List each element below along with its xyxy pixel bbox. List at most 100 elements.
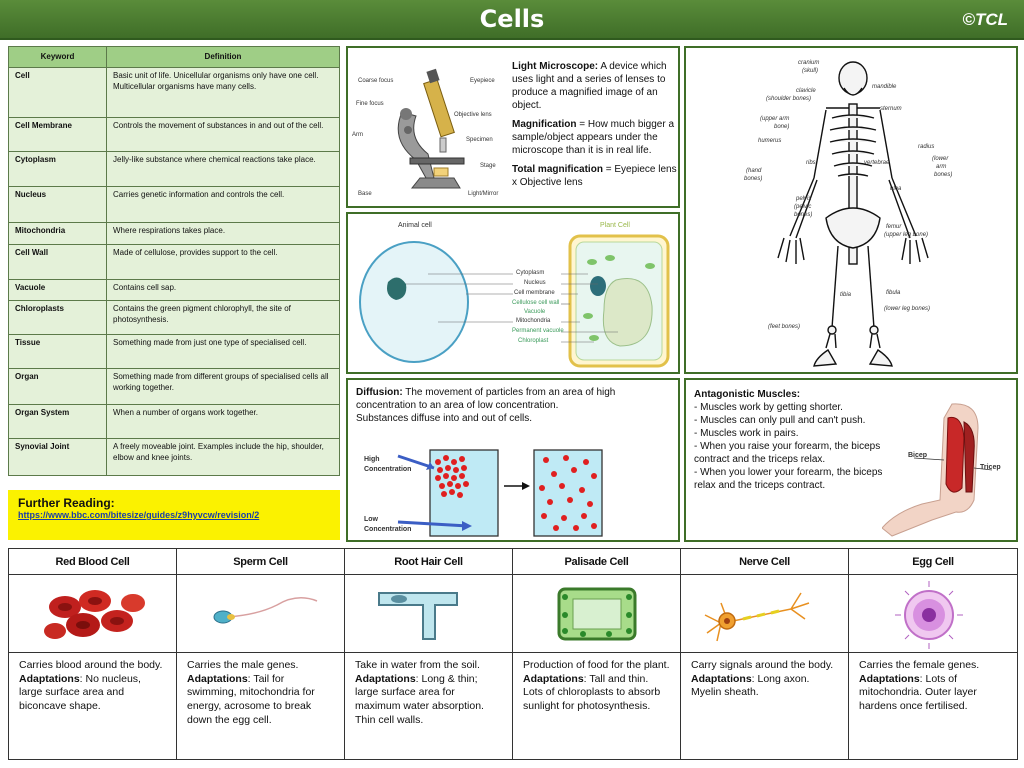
label-upper-leg-bone: (upper leg bone) [884,232,929,238]
specialised-cell-red-blood: Red Blood Cell Carries blood around the … [9,549,177,759]
specialised-cell-sperm: Sperm Cell Carries the male genes. Adapt… [177,549,345,759]
keyword-term: Organ [8,368,107,405]
adaptations-label: Adaptations [859,672,920,685]
muscles-text: Antagonistic Muscles: - Muscles work by … [694,388,894,492]
cell-function: Carry signals around the body. [691,659,834,671]
keyword-definition: Contains cell sap. [106,279,340,301]
muscles-heading: Antagonistic Muscles: [694,389,801,400]
adaptations-label: Adaptations [523,672,584,685]
keyword-term: Synovial Joint [8,438,107,476]
magnification-text: = How much bigger a sample/object appear… [512,119,675,156]
label-high-concentration: Concentration [364,466,412,473]
keyword-term: Tissue [8,334,107,369]
label-cellulose-cell-wall: Cellulose cell wall [512,300,560,306]
light-microscope-term: Light Microscope: [512,61,599,72]
specialised-cell-description: Carries the male genes. Adaptations: Tai… [177,653,344,727]
diffusion-def-text: The movement of particles from an area o… [356,387,616,411]
label-bicep: Bicep [908,452,928,459]
specialised-cell-nerve: Nerve Cell Carry signals around the body… [681,549,849,759]
adaptations-label: Adaptations [691,672,752,685]
label-eyepiece: Eyepiece [470,78,495,84]
label-light-mirror: Light/Mirror [468,191,499,197]
copyright: ©TCL [962,10,1008,29]
label-specimen: Specimen [466,137,493,143]
keyword-definition: Something made from just one type of spe… [106,334,340,369]
nerve-cell-image [681,575,848,653]
label-clavicle: clavicle [796,88,816,94]
specialised-cell-description: Carries the female genes. Adaptations: L… [849,653,1017,714]
label-animal-cell: Animal cell [398,222,432,229]
keyword-definition: A freely moveable joint. Examples includ… [106,438,340,476]
adaptations-label: Adaptations [355,672,416,685]
root-hair-cell-image [345,575,512,653]
total-magnification-term: Total magnification [512,164,603,175]
label-chloroplast: Chloroplast [518,338,549,344]
egg-cell-image [849,575,1017,653]
adaptations-text: : Tail for swimming, mitochondria for en… [187,672,315,726]
specialised-cell-description: Carry signals around the body. Adaptatio… [681,653,848,700]
cell-function: Carries the female genes. [859,659,980,671]
cell-function: Production of food for the plant. [523,659,670,671]
total-magnification-text: = Eyepiece lens x Objective lens [512,164,677,188]
label-permanent-vacuole: Permanent vacuole [512,328,564,334]
column-header-keyword: Keyword [8,46,107,68]
keyword-definition: Where respirations takes place. [106,222,340,245]
label-bones: bones) [934,172,953,178]
label-femur: femur [886,224,902,230]
keyword-term: Cell Wall [8,244,107,280]
specialised-cell-title: Nerve Cell [681,549,848,575]
label-sternum: sternum [880,106,902,112]
keyword-term: Cell [8,67,107,118]
specialised-cell-palisade: Palisade Cell Production of food for the… [513,549,681,759]
magnification-term: Magnification [512,119,577,130]
diffusion-panel: Diffusion: The movement of particles fro… [346,378,680,542]
label-cytoplasm: Cytoplasm [516,270,545,276]
cell-function: Carries the male genes. [187,659,299,671]
muscles-point: - Muscles can only pull and can't push. [694,415,866,426]
keyword-term: Cell Membrane [8,117,107,152]
specialised-cell-title: Root Hair Cell [345,549,512,575]
page-title: Cells [479,5,545,33]
label-objective-lens: Objective lens [454,112,492,118]
microscope-text: Light Microscope: A device which uses li… [512,60,678,189]
keyword-term: Cytoplasm [8,151,107,187]
keyword-term: Chloroplasts [8,300,107,335]
cell-function: Carries blood around the body. [19,659,163,671]
table-header-row: Keyword Definition [8,46,340,68]
further-reading-heading: Further Reading: [18,496,115,510]
cell-adaptations: Adaptations: Lots of mitochondria. Outer… [859,673,1007,714]
magnification-definition: Magnification = How much bigger a sample… [512,118,678,157]
further-reading-link[interactable]: https://www.bbc.com/bitesize/guides/z9hy… [18,510,260,520]
cell-comparison-diagram [359,234,670,368]
keyword-definition: Something made from different groups of … [106,368,340,405]
label-arm: Arm [352,132,363,138]
keyword-definition: Jelly-like substance where chemical reac… [106,151,340,187]
microscope-panel: Coarse focus Eyepiece Fine focus Objecti… [346,46,680,208]
label-tricep: Tricep [980,464,1001,471]
diffusion-text: Diffusion: The movement of particles fro… [356,386,674,425]
diffusion-term: Diffusion: [356,387,403,398]
cell-adaptations: Adaptations: Tail for swimming, mitochon… [187,673,334,728]
adaptations-text: : Tall and thin. Lots of chloroplasts to… [523,672,661,712]
specialised-cell-egg: Egg Cell Carries the female genes. Adapt… [849,549,1017,759]
label-ulna: ulna [890,186,902,192]
muscles-point: - When you raise your forearm, the bicep… [694,441,881,465]
palisade-cell-image [513,575,680,653]
label-mandible: mandible [872,84,897,90]
sperm-cell-image [177,575,344,653]
label-pelvic-bones: bones) [794,212,813,218]
diffusion-definition: Diffusion: The movement of particles fro… [356,386,674,412]
red-blood-cell-image [9,575,176,653]
specialised-cell-description: Production of food for the plant. Adapta… [513,653,680,714]
specialised-cell-title: Egg Cell [849,549,1017,575]
label-vacuole: Vacuole [524,309,546,315]
